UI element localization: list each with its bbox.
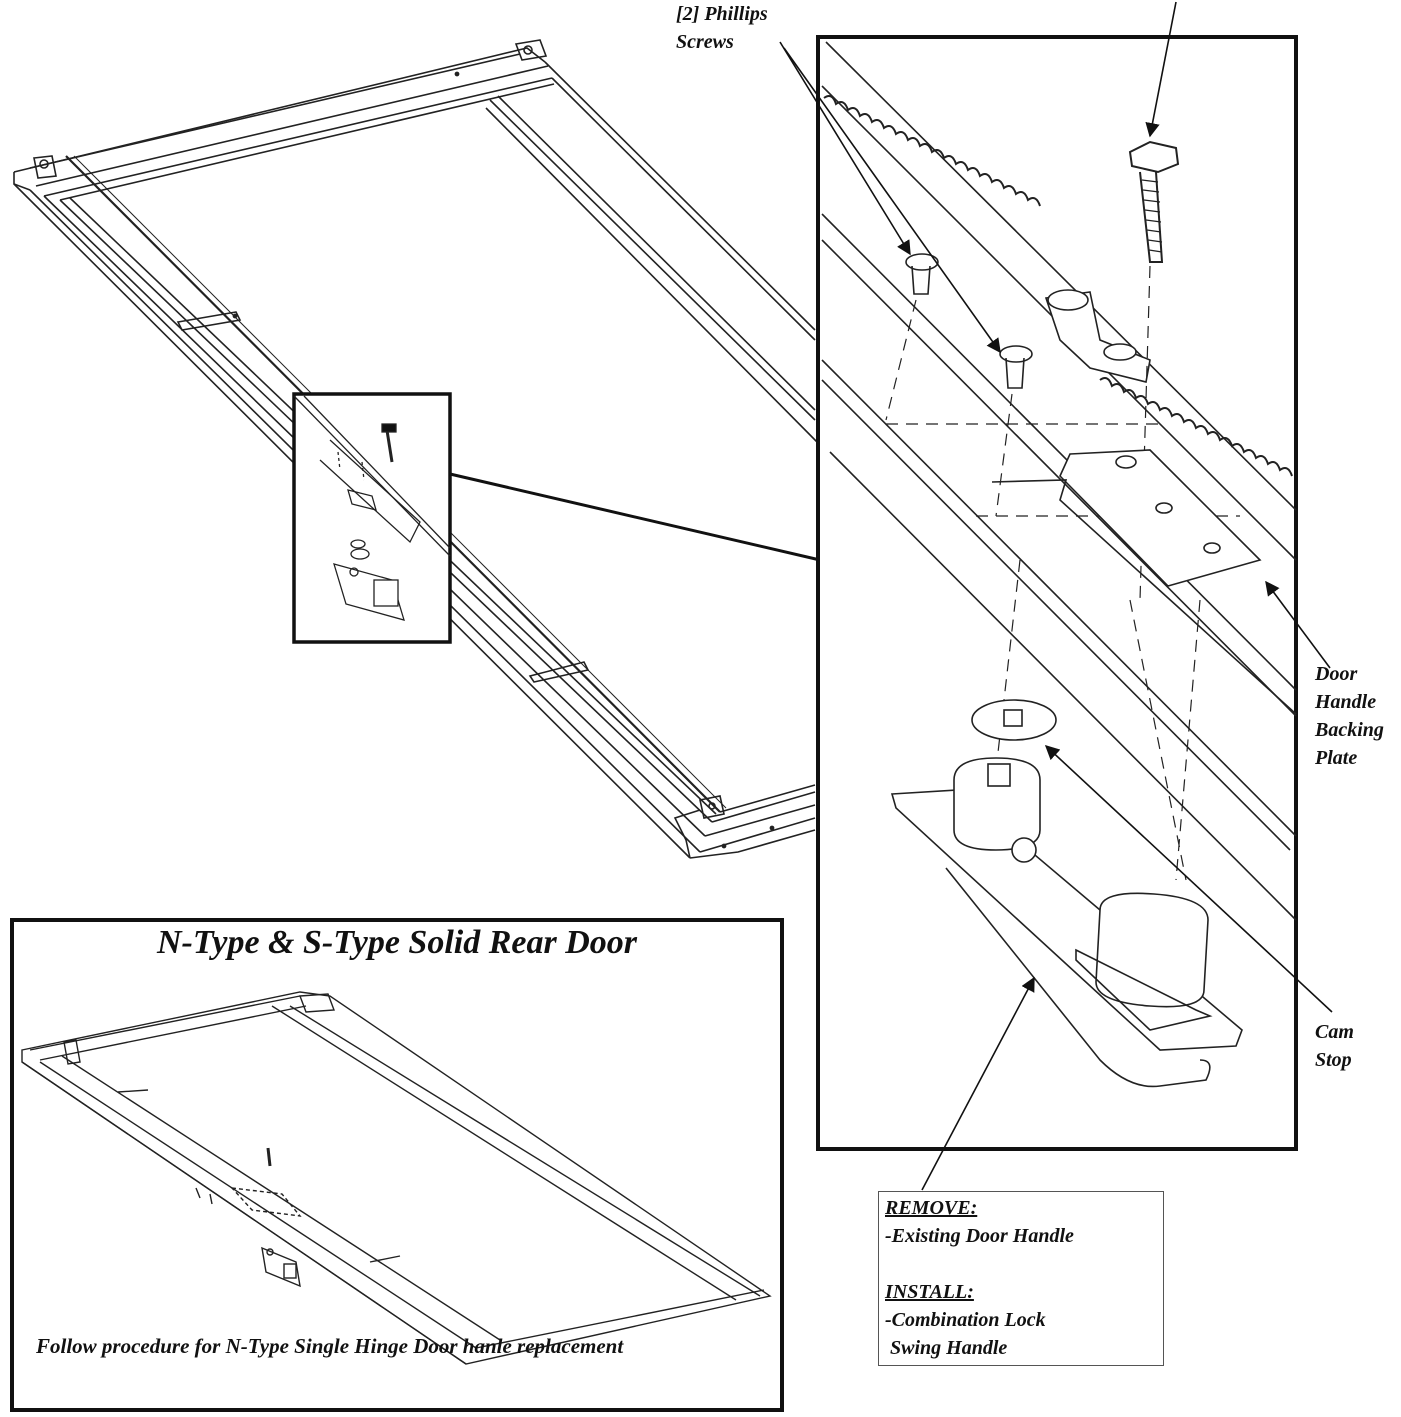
inset-footer-note: Follow procedure for N-Type Single Hinge…: [36, 1334, 624, 1358]
install-item-1: -Combination Lock: [885, 1309, 1046, 1331]
install-item-2: Swing Handle: [885, 1337, 1008, 1359]
leader-lines: [779, 1, 1333, 1191]
backing-label-line-4: Plate: [1315, 747, 1358, 769]
cam-stop-label: Cam Stop: [1315, 1018, 1354, 1074]
backing-label-line-3: Backing: [1315, 719, 1384, 741]
backing-label-line-1: Door: [1315, 663, 1358, 685]
inset-title: N-Type & S-Type Solid Rear Door: [156, 924, 638, 961]
install-header: INSTALL:: [885, 1281, 974, 1303]
callout-box-small: [292, 392, 821, 644]
remove-header: REMOVE:: [885, 1197, 978, 1219]
cam-stop-label-line-1: Cam: [1315, 1021, 1354, 1043]
phillips-screws-label: [2] Phillips Screws: [676, 0, 768, 56]
backing-plate-label: Door Handle Backing Plate: [1315, 660, 1384, 772]
inset-box: [10, 918, 784, 1412]
detail-box-large: [816, 35, 1298, 1151]
instruction-box: REMOVE: -Existing Door Handle INSTALL: -…: [878, 1191, 1164, 1366]
backing-label-line-2: Handle: [1315, 691, 1377, 713]
phillips-label-line-1: [2] Phillips: [676, 3, 768, 25]
remove-item: -Existing Door Handle: [885, 1225, 1074, 1247]
phillips-label-line-2: Screws: [676, 31, 734, 53]
cam-stop-label-line-2: Stop: [1315, 1049, 1352, 1071]
